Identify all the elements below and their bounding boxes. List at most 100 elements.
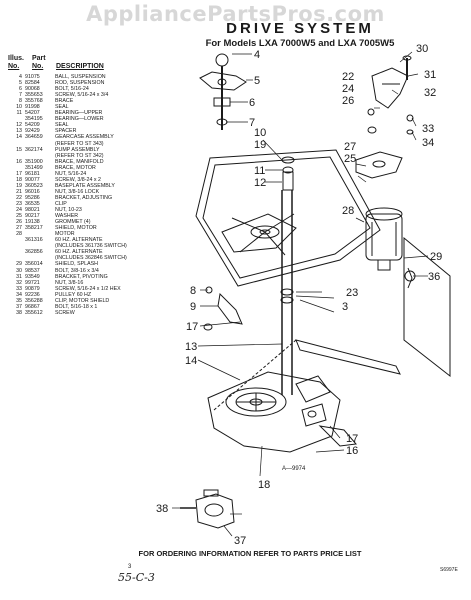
part-description: 60 HZ. ALTERNATE [55,249,103,256]
part-description: BASEPLATE ASSEMBLY [55,182,115,189]
illus-number: 22 [16,194,22,201]
callout-28: 28 [342,205,354,217]
part-number: 95286 [25,194,40,201]
gearcase-assembly [207,371,341,453]
illus-number: 29 [16,261,22,268]
part-description: CLIP [55,200,67,207]
part-number: 360523 [25,182,43,189]
page-title: DRIVE SYSTEM [226,20,374,37]
part-description: BALL, SUSPENSION [55,74,106,80]
footer-code: 3 [128,564,132,570]
illus-number: 16 [16,158,22,165]
drive-belt [213,339,401,411]
part-number: 19138 [25,219,40,226]
illus-number: 30 [16,267,22,274]
part-description: BOLT, 5/16-18 x 1 [55,303,98,310]
part-number: 92429 [25,128,40,135]
drive-shaft [280,190,294,395]
callout-13: 13 [185,341,197,353]
part-number: 362856 [25,249,43,256]
callout-25: 25 [344,153,356,165]
reference-code: S6997E [440,567,458,573]
handwritten-note: 55-C-3 [118,571,155,584]
callout-16: 16 [346,445,358,457]
callout-10: 10 [254,127,266,139]
parts-list-row: (REFER TO ST 343) [8,141,158,147]
part-number: 90077 [25,176,40,183]
part-number: 356288 [25,297,43,304]
illus-number: 13 [16,128,22,135]
page-subtitle: For Models LXA 7000W5 and LXA 7005W5 [205,38,395,49]
callout-26: 26 [342,95,354,107]
illus-number: 31 [16,273,22,280]
part-description: SEAL [55,104,69,111]
illus-number: 8 [19,98,22,105]
part-number: 98537 [25,267,40,274]
part-description: 60 HZ. ALTERNATE [55,237,103,244]
illus-number: 15 [16,146,22,153]
part-description: SPACER [55,128,77,135]
parts-list-row: (REFER TO ST 342) [8,153,158,159]
part-number: 351900 [25,158,43,165]
illus-number: 26 [16,219,22,226]
callout-3: 3 [342,301,348,313]
suspension-rod-bracket [199,66,247,130]
part-number: 354195 [25,116,43,123]
part-number: 54209 [25,122,40,129]
callout-34: 34 [422,137,434,149]
parts-list-header: Illus.Part No.No.DESCRIPTION [8,55,104,71]
illus-no-heading: No. [8,63,20,70]
illus-number: 25 [16,213,22,220]
part-description: NUT, 3/8-16 [55,279,84,286]
illus-number: 32 [16,279,22,286]
part-description: GROMMET (4) [55,219,91,226]
part-description: SCREW [55,309,75,316]
callout-36: 36 [428,271,440,283]
illus-number: 5 [19,80,22,87]
callout-31: 31 [424,69,436,81]
part-number: 364659 [25,134,43,141]
callout-30: 30 [416,43,428,55]
part-description: (REFER TO ST 343) [55,140,104,147]
part-number: 54207 [25,110,40,117]
diagram-code: A—9974 [282,466,306,472]
callout-6: 6 [249,97,255,109]
part-number: 96867 [25,303,40,310]
part-description: SCREW, 5/16-24 x 1/2 HEX [55,285,121,292]
callout-22: 22 [342,71,354,83]
part-number: 93549 [25,273,40,280]
illus-number: 35 [16,297,22,304]
part-description: BRACE, MOTOR [55,164,96,171]
ordering-footer: FOR ORDERING INFORMATION REFER TO PARTS … [138,549,362,558]
part-description: NUT, 10-23 [55,207,82,214]
callout-29: 29 [430,251,442,263]
illus-number: 6 [19,86,22,93]
part-number: 358217 [25,225,43,232]
illus-number: 11 [16,110,23,117]
illus-number: 17 [16,170,22,177]
illus-number: 19 [16,182,22,189]
part-description: BRACE [55,98,74,105]
suspension-ball [215,53,229,67]
callout-14: 14 [185,355,197,367]
callout-8: 8 [190,285,196,297]
part-number: 92236 [25,291,40,298]
